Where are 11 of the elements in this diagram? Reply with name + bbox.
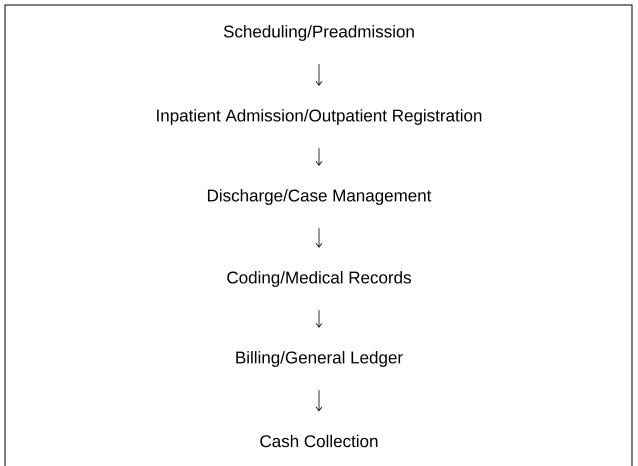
step-label: Discharge/Case Management — [208, 189, 432, 205]
arrow — [316, 64, 322, 86]
step-label: Scheduling/Preadmission — [224, 25, 414, 41]
step-label: Coding/Medical Records — [227, 271, 411, 287]
arrow — [316, 310, 322, 328]
arrow — [316, 148, 322, 166]
arrow — [316, 390, 322, 412]
arrow — [316, 228, 322, 248]
step-label: Inpatient Admission/Outpatient Registration — [157, 109, 482, 125]
step-label: Billing/General Ledger — [236, 351, 403, 367]
step-label: Cash Collection — [260, 434, 378, 448]
